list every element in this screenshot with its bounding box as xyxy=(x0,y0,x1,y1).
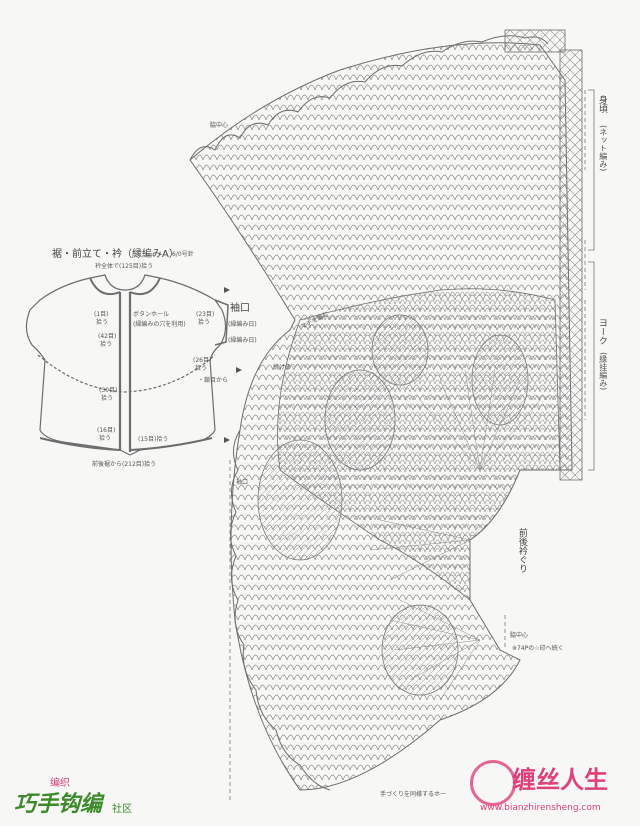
watermark-left-sub: 社区 xyxy=(112,804,132,815)
inset-sleeve-label: 袖口 xyxy=(230,303,250,314)
inset-pick-30b: 拾う xyxy=(101,395,114,402)
watermark-left-top: 编织 xyxy=(50,778,70,789)
main-continue-note: ※74Pの☆印へ続く xyxy=(512,645,564,652)
inset-schematic xyxy=(25,274,229,456)
inset-hem xyxy=(39,437,213,451)
watermark-left-main: 巧手钩编 xyxy=(14,791,103,817)
inset-arrows xyxy=(224,287,242,443)
bracket-right xyxy=(588,89,595,471)
inset-pick-26: (26目) xyxy=(193,357,212,364)
inset-pick-1: (1目) xyxy=(94,311,109,318)
main-yoke: ヨーク xyxy=(596,318,607,345)
watermark-right-main: 缠丝人生 xyxy=(512,765,608,794)
inset-outline xyxy=(25,274,227,456)
main-side-center: 脇中心 xyxy=(510,632,529,639)
inset-collar xyxy=(89,277,161,296)
inset-pick-1b: 拾う xyxy=(96,319,109,326)
main-body: 身頃 xyxy=(596,95,607,113)
top-scallop-edge xyxy=(189,35,549,161)
inset-collar-total: 衿全体で(125目)拾う xyxy=(95,263,154,270)
inset-pick-26b: 拾う xyxy=(195,365,208,372)
inset-title: 裾・前立て・衿（縁編みA） xyxy=(52,249,179,260)
inset-pick-15: (15目)拾う xyxy=(138,436,169,443)
guide-lines xyxy=(229,90,586,800)
main-pick-continue: 続ける xyxy=(273,364,292,371)
main-front-edge: 前後衿ぐり xyxy=(516,528,527,573)
main-chart xyxy=(189,29,595,800)
inset-pick-23b: 拾う xyxy=(198,319,211,326)
inset-buttonhole-note: (縁編みの穴を利用) xyxy=(133,321,186,328)
inset-title-note: 6/0号針 xyxy=(172,251,194,258)
main-bottom-note: 手づくりを同様するホー xyxy=(380,791,447,798)
inset-yoke-line xyxy=(37,354,216,393)
inset-pick-42b: 拾う xyxy=(100,341,113,348)
inset-pick-30: (30目) xyxy=(99,387,118,394)
inset-buttonhole: ボタンホール xyxy=(133,311,170,318)
inset-sleeve-edge-2: (縁編み日) xyxy=(228,337,257,344)
inset-pick-42: (42目) xyxy=(98,333,117,340)
watermark-right-url: www.bianzhirensheng.com xyxy=(480,803,601,813)
watermark-right-logo-mark xyxy=(470,760,516,806)
main-sleeve: 袖口 xyxy=(236,479,249,486)
main-yoke-edge: (縁挂編み) xyxy=(598,352,608,391)
inset-sleeve-edge xyxy=(214,299,229,346)
pineapple-motifs xyxy=(257,314,529,696)
inset-from-stitch: ・鎖目から xyxy=(198,377,229,384)
top-border-band xyxy=(504,29,566,53)
inset-sleeve-edge: (縁編み日) xyxy=(228,321,257,328)
inset-pick-23: (23目) xyxy=(196,311,215,318)
main-body-net: (ネット編み) xyxy=(598,125,608,172)
left-scallop-edge xyxy=(230,429,331,791)
inset-pick-16: (16目) xyxy=(97,427,116,434)
main-back-center: 脇中心 xyxy=(210,122,229,129)
right-border-band xyxy=(559,49,583,481)
inset-pick-16b: 拾う xyxy=(99,435,112,442)
inset-hem-pick: 前後裾から(212目)拾う xyxy=(92,461,157,468)
